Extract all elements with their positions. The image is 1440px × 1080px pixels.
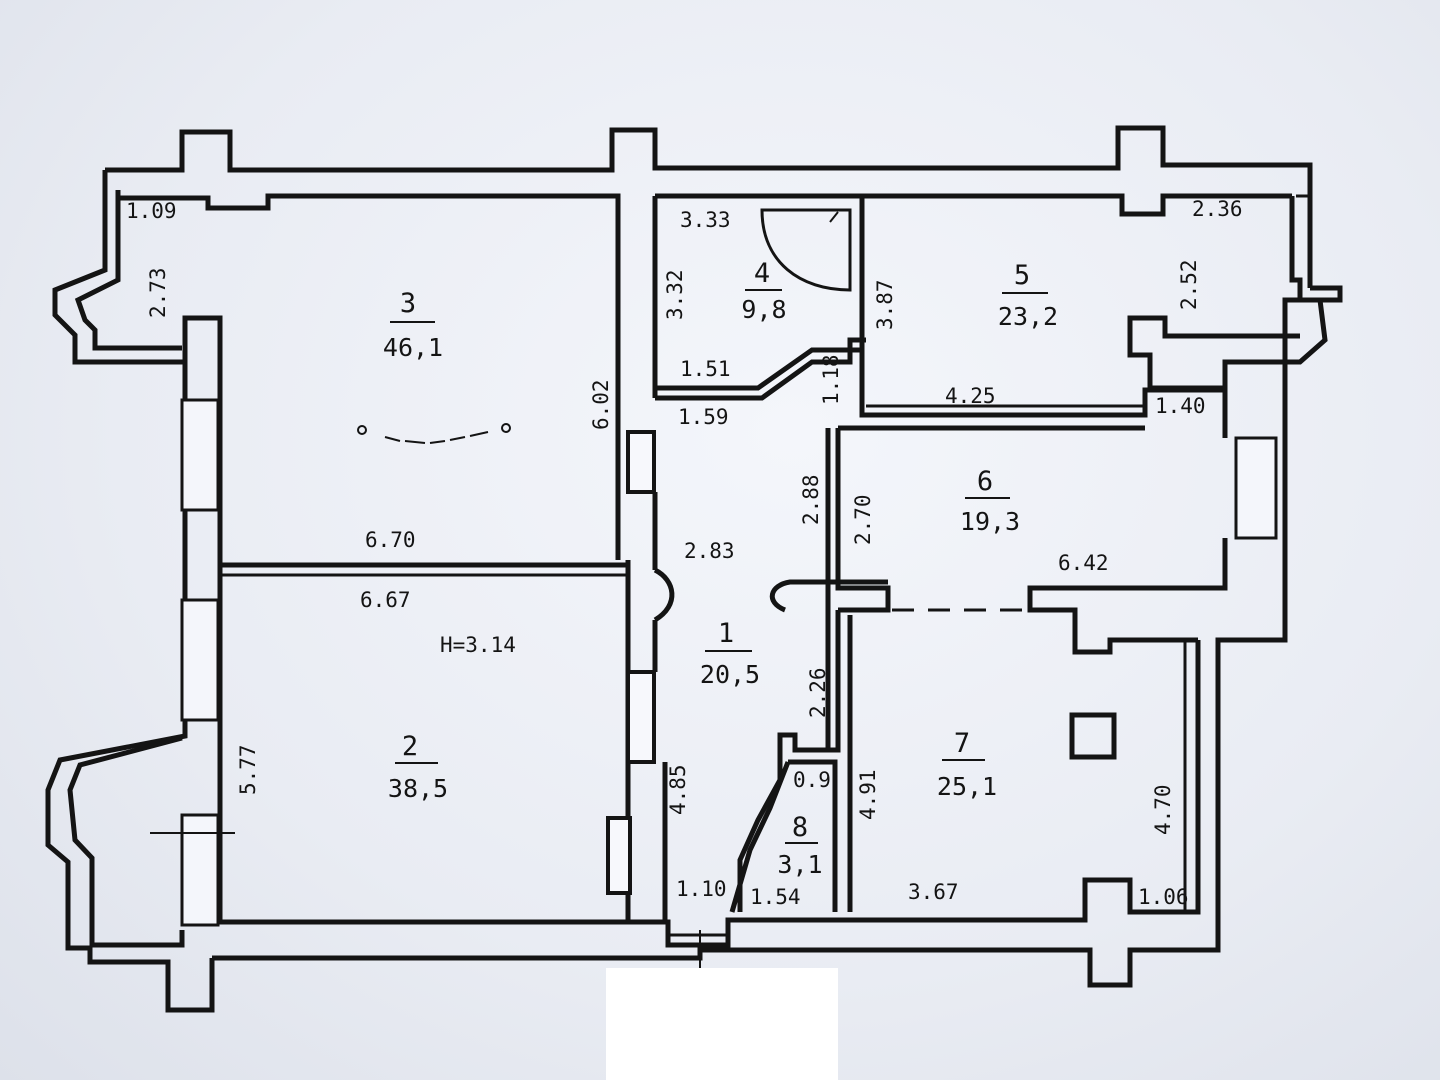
ceiling-height-label: H=3.14 (440, 633, 516, 657)
room-4-label: 4 9,8 (741, 258, 786, 324)
dimension-label: 3.67 (908, 880, 959, 904)
dimension-label: 1.18 (819, 354, 843, 405)
dimension-label: 3.32 (663, 269, 687, 320)
room-6-label: 6 19,3 (960, 466, 1020, 536)
dimension-label: 3.33 (680, 208, 731, 232)
outer-wall-left-upper (52, 170, 223, 560)
wall-segment-c (606, 816, 632, 895)
wall-segment-a (626, 430, 656, 494)
interior-walls (220, 196, 1228, 922)
room-area: 3,1 (777, 850, 822, 879)
room-area: 9,8 (741, 295, 786, 324)
outer-wall-bottom (212, 285, 1343, 988)
ceiling-light-symbol (357, 423, 511, 444)
dimension-label: 2.88 (799, 474, 823, 525)
room-number: 5 (1014, 260, 1030, 291)
room-2-label: 2 38,5 (388, 731, 448, 803)
wall-room5-room6 (866, 387, 1228, 655)
bay-left-lower-inner (67, 735, 185, 948)
dimension-label: 4.70 (1151, 784, 1175, 835)
dimension-label: 5.77 (236, 744, 260, 795)
dimension-label: 6.02 (589, 379, 613, 430)
outer-walls (45, 125, 1343, 1013)
inner-wall-bottom (220, 640, 1201, 948)
dimension-label: 2.73 (146, 267, 170, 318)
dimension-label: 1.10 (676, 877, 727, 901)
room-labels: 3 46,1 2 38,5 4 9,8 5 23,2 6 19,3 1 20,5 (383, 258, 1058, 879)
room-number: 1 (718, 618, 734, 649)
room-number: 2 (402, 731, 418, 762)
window-room2-left-upper (180, 598, 220, 722)
right-wall-upper (1127, 196, 1328, 391)
column-room7 (1069, 712, 1117, 760)
dimension-label: 1.59 (678, 405, 729, 429)
dimension-label: 4.91 (856, 769, 880, 820)
right-window-top (1296, 194, 1312, 288)
room-5-label: 5 23,2 (998, 260, 1058, 331)
room-area: 23,2 (998, 302, 1058, 331)
dimension-label: 6.67 (360, 588, 411, 612)
dimension-label: 2.36 (1192, 197, 1243, 221)
room-3-label: 3 46,1 (383, 288, 443, 362)
wall-stub-room6 (770, 579, 888, 613)
wall-corridor-left-lower (652, 620, 668, 922)
dimension-label: 4.25 (945, 384, 996, 408)
dimension-label: 2.83 (684, 539, 735, 563)
dimension-label: 2.26 (806, 667, 830, 718)
room-number: 3 (400, 288, 416, 319)
dimension-label: 2.70 (851, 494, 875, 545)
dimension-label: 1.06 (1138, 885, 1189, 909)
room-area: 19,3 (960, 507, 1020, 536)
dimension-label: 1.40 (1155, 394, 1206, 418)
wall-segment-b (626, 670, 656, 764)
window-room2-left-lower (180, 813, 220, 927)
wall-corridor-room7 (737, 610, 853, 912)
window-room6-right (1234, 436, 1278, 540)
room-area: 46,1 (383, 333, 443, 362)
dimension-label: 6.42 (1058, 551, 1109, 575)
room-area: 25,1 (937, 772, 997, 801)
dimension-label: 1.54 (750, 885, 801, 909)
wall-room4-room5 (859, 196, 870, 418)
window-room3-left (180, 398, 220, 512)
dimension-label: 1.09 (126, 199, 177, 223)
room-number: 8 (792, 812, 808, 843)
room-number: 4 (754, 258, 770, 289)
wall-niche (653, 567, 675, 623)
inner-wall-top (115, 190, 621, 212)
bathtub (760, 208, 852, 292)
dimension-label: 2.52 (1177, 259, 1201, 310)
wall-corridor-room6 (825, 425, 1145, 750)
dimension-labels: 1.09 2.73 6.02 6.70 6.67 5.77 3.33 3.32 … (126, 197, 1243, 909)
room-8-label: 8 3,1 (777, 812, 822, 879)
wall-room3-corridor (615, 196, 658, 560)
dimension-label: 4.85 (666, 764, 690, 815)
inner-wall-top-right (655, 193, 1292, 217)
room-area: 20,5 (700, 660, 760, 689)
room-number: 6 (977, 466, 993, 497)
dimension-label: 6.70 (365, 528, 416, 552)
room-1-label: 1 20,5 (700, 618, 760, 689)
bathtub-mark (829, 211, 839, 223)
room-area: 38,5 (388, 774, 448, 803)
dimension-label: 3.87 (873, 279, 897, 330)
room-number: 7 (954, 728, 970, 759)
outer-wall-top (105, 125, 1313, 288)
wall-room8 (729, 759, 838, 913)
dimension-label: 1.51 (680, 357, 731, 381)
dimension-label: 0.9 (793, 768, 831, 792)
room-7-label: 7 25,1 (937, 728, 997, 801)
bay-left-inner (74, 198, 182, 351)
paper-tab (606, 968, 838, 1080)
